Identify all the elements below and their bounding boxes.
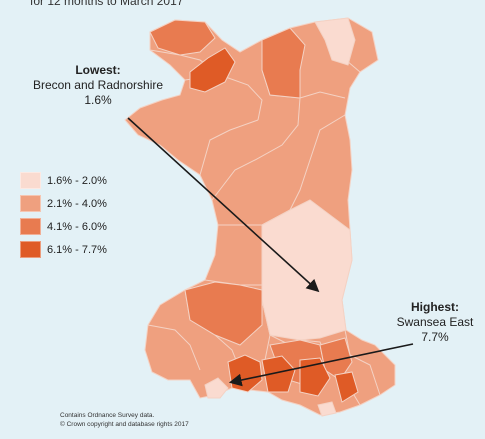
map-legend: 1.6% - 2.0% 2.1% - 4.0% 4.1% - 6.0% 6.1%… (20, 171, 107, 263)
legend-label: 1.6% - 2.0% (47, 174, 107, 187)
lowest-value: 1.6% (84, 93, 112, 107)
highest-area: Swansea East (396, 315, 474, 329)
region-gwynedd-dark (189, 47, 236, 93)
legend-label: 2.1% - 4.0% (47, 197, 107, 210)
map-title: for 12 months to March 2017 (30, 0, 184, 8)
region-anglesey (149, 19, 216, 56)
map-credits: Contains Ordnance Survey data. © Crown c… (60, 411, 189, 429)
legend-swatch (20, 195, 41, 212)
credits-line-1: Contains Ordnance Survey data. (60, 412, 155, 419)
legend-swatch (20, 218, 41, 235)
legend-item: 4.1% - 6.0% (20, 217, 107, 236)
region-wrexham (314, 17, 356, 66)
legend-swatch (20, 172, 41, 189)
lowest-callout: Lowest: Brecon and Radnorshire 1.6% (8, 63, 188, 108)
region-gower (204, 377, 229, 399)
region-blaenau (334, 371, 359, 403)
highest-arrow (228, 343, 414, 387)
highest-heading: Highest: (411, 300, 459, 314)
region-vale (317, 401, 337, 417)
legend-item: 1.6% - 2.0% (20, 171, 107, 190)
region-merthyr (299, 357, 331, 397)
highest-value: 7.7% (421, 330, 449, 344)
lowest-area: Brecon and Radnorshire (32, 78, 164, 92)
lowest-heading: Lowest: (75, 63, 121, 77)
region-conwy (261, 27, 306, 99)
region-neath (261, 355, 296, 393)
highest-callout: Highest: Swansea East 7.7% (380, 300, 485, 345)
credits-line-2: © Crown copyright and database rights 20… (60, 421, 189, 428)
legend-item: 6.1% - 7.7% (20, 240, 107, 259)
legend-swatch (20, 241, 41, 258)
legend-item: 2.1% - 4.0% (20, 194, 107, 213)
region-brecon-radnorshire (261, 199, 353, 341)
lowest-arrow (127, 117, 320, 293)
region-carmarthenshire (184, 281, 263, 346)
legend-label: 4.1% - 6.0% (47, 220, 107, 233)
legend-label: 6.1% - 7.7% (47, 243, 107, 256)
